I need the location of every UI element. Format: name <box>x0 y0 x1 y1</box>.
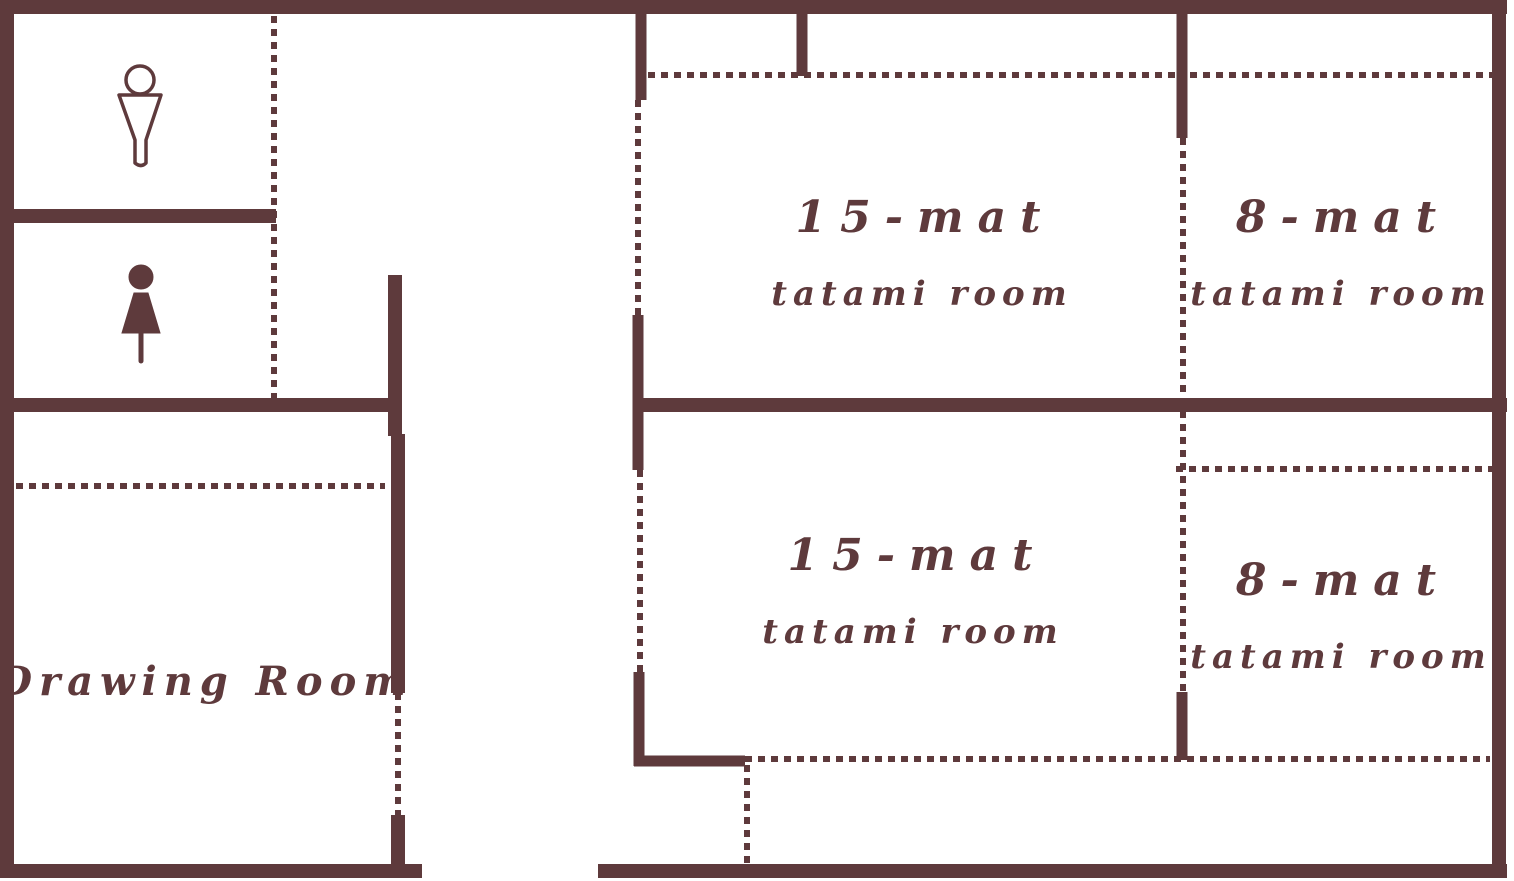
room-label-lower-left-type: tatami room <box>762 612 1063 652</box>
room-label-upper-left-type: tatami room <box>771 274 1072 314</box>
room-label-lower-right-type: tatami room <box>1190 637 1491 677</box>
room-label-lower-right-size: 8-mat <box>1235 555 1450 606</box>
male-restroom-icon <box>117 64 163 168</box>
female-restroom-icon <box>121 264 161 364</box>
room-label-drawing-room: Drawing Room <box>0 658 413 705</box>
room-label-upper-right-type: tatami room <box>1190 274 1491 314</box>
room-label-upper-right-size: 8-mat <box>1235 192 1450 243</box>
room-label-lower-left-size: 15-mat <box>788 530 1047 581</box>
room-label-upper-left-size: 15-mat <box>796 192 1055 243</box>
sliding-partitions <box>16 16 1492 864</box>
